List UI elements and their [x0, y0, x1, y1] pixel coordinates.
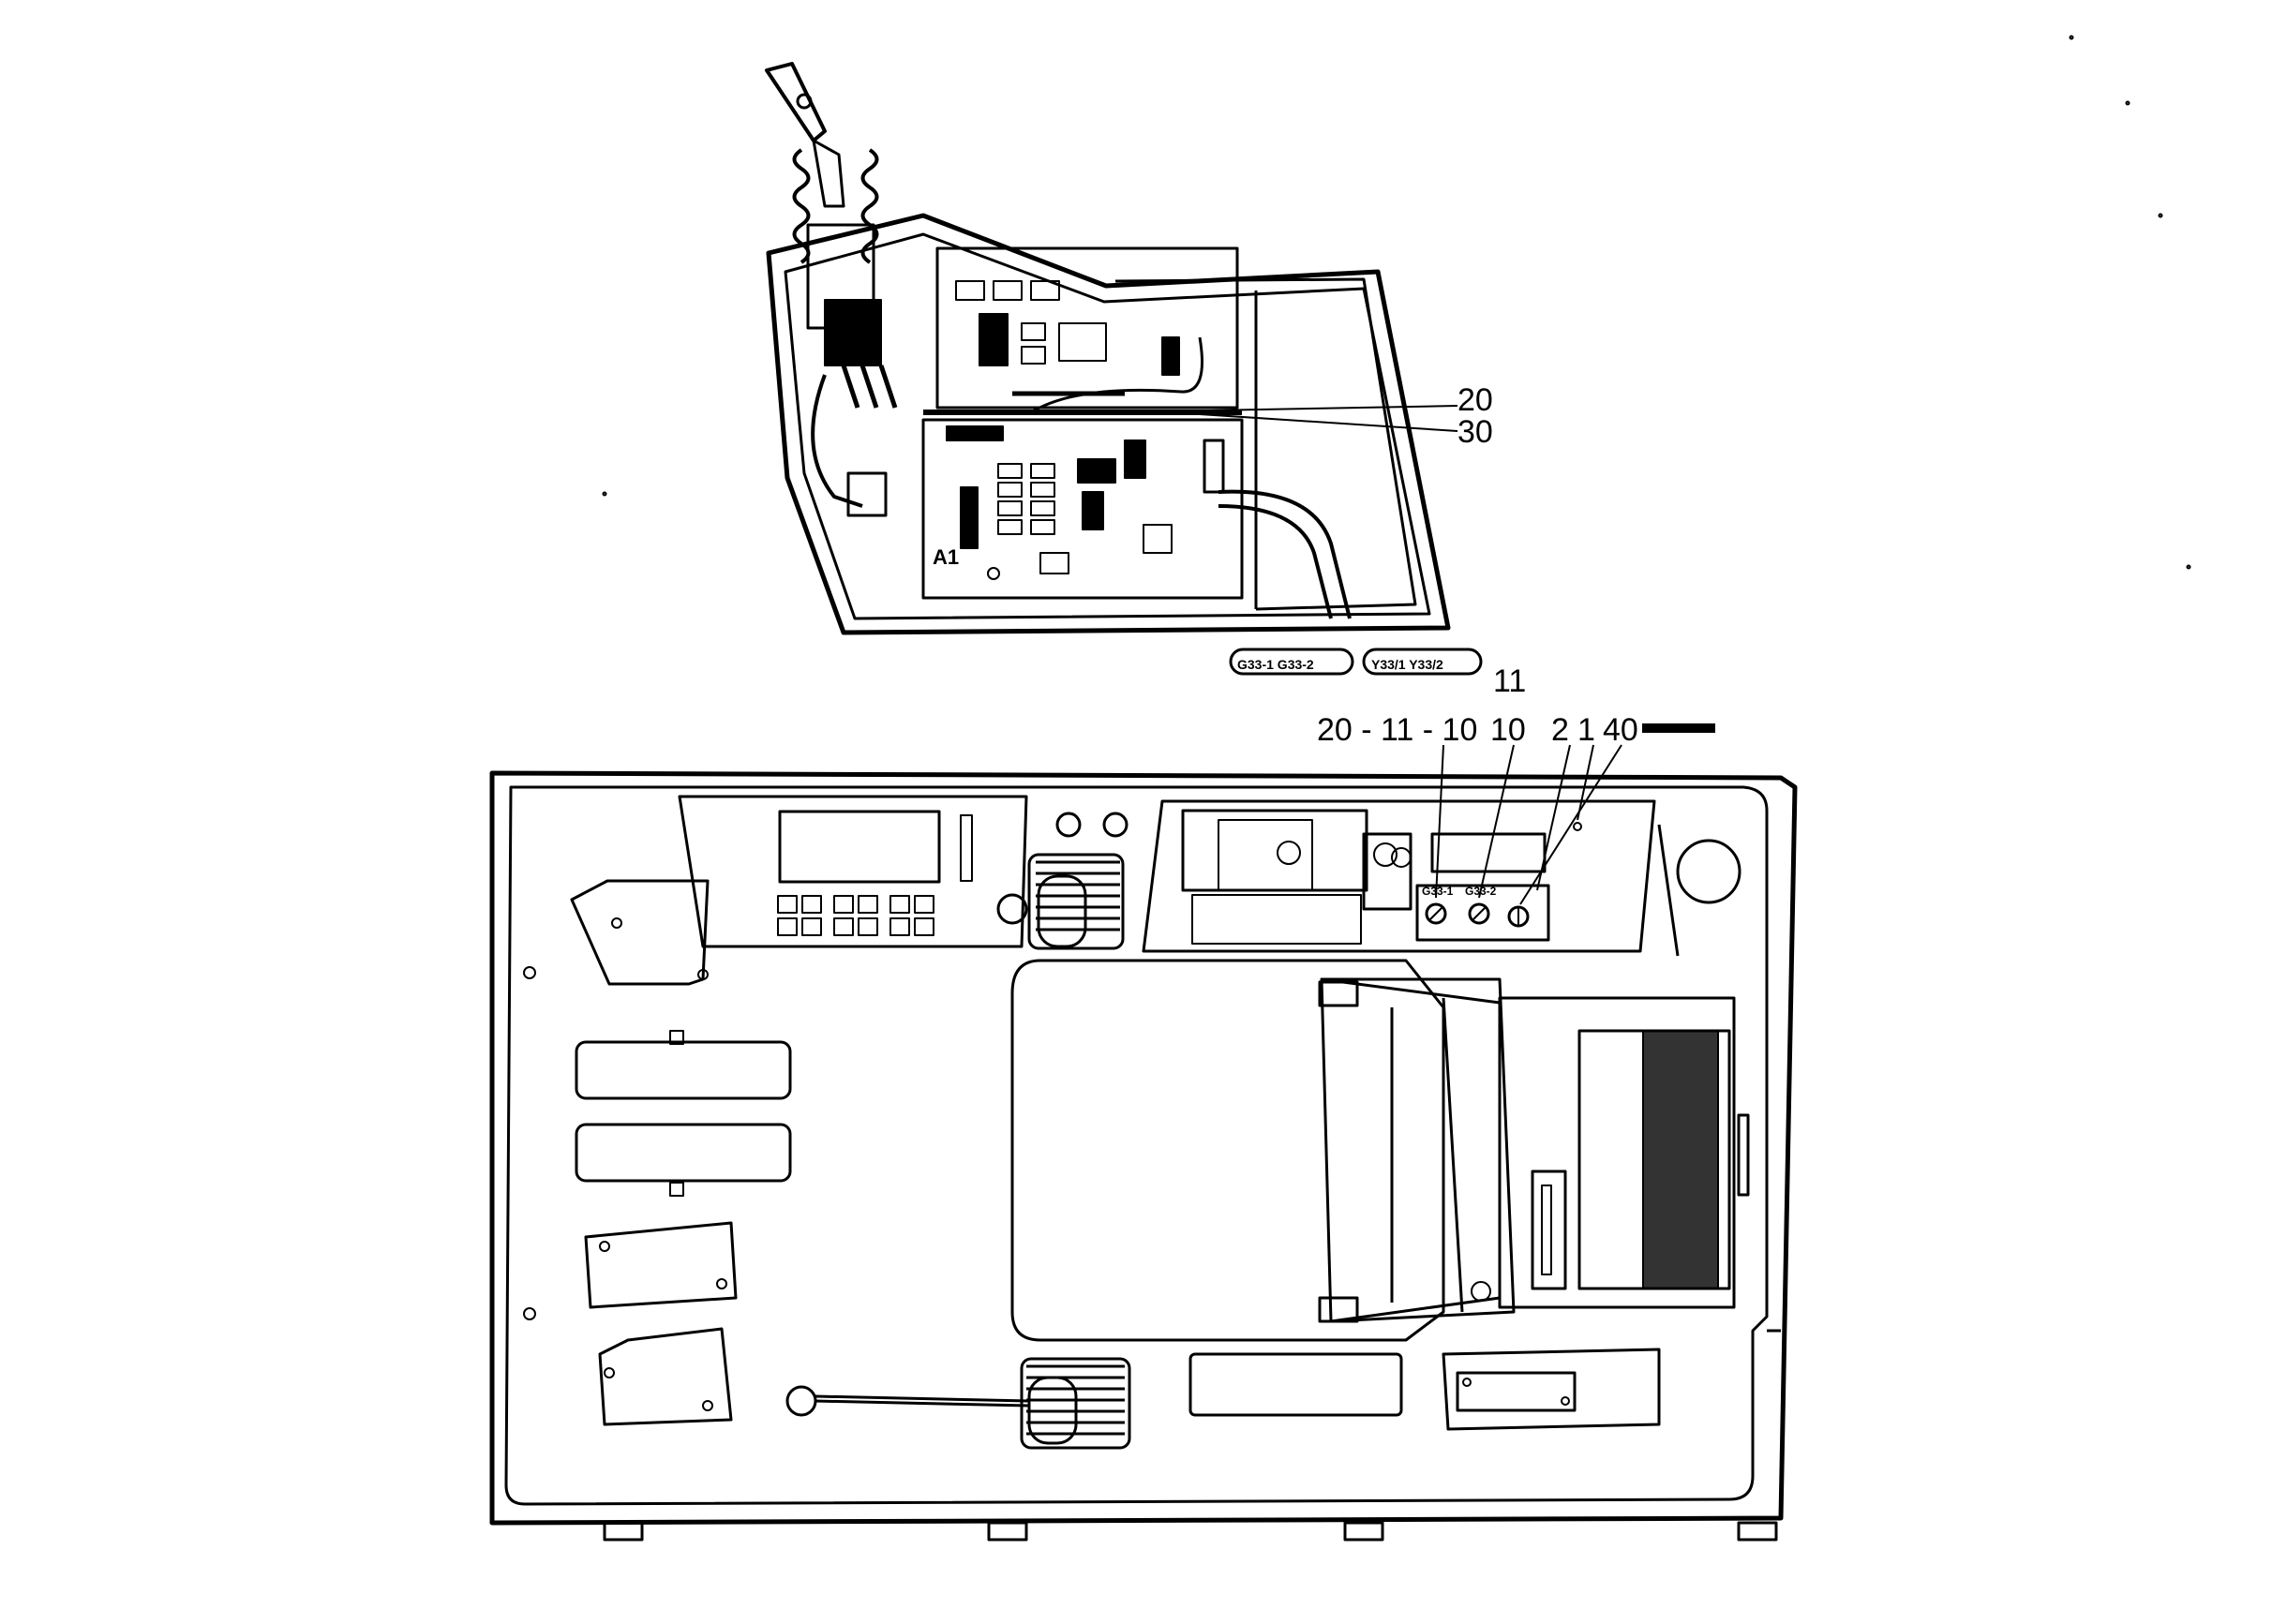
panel-label-g33-1: G33-1 — [1422, 885, 1454, 898]
control-box-assembly: A1 — [766, 213, 1451, 635]
callout-11: 11 — [1493, 663, 1526, 699]
bottom-callouts: 11 20 - 11 - 10 10 2 1 40 — [1317, 663, 1715, 905]
scan-specks — [602, 35, 2191, 570]
callout-20-top: 20 — [1457, 382, 1493, 418]
display-console — [678, 795, 1028, 948]
top-callouts: 20 30 — [1171, 382, 1493, 450]
callout-40: 40 — [1603, 712, 1638, 748]
selector-knob-icon — [1507, 905, 1530, 928]
keypad — [777, 895, 934, 936]
lower-circuit-board: A1 — [921, 418, 1244, 600]
round-gauge-icon — [1676, 839, 1741, 904]
callout-1: 1 — [1577, 712, 1595, 748]
callout-20-11-10: 20 - 11 - 10 — [1317, 712, 1477, 748]
upper-circuit-board — [935, 246, 1239, 410]
instrument-panel: G33-1 G33-2 — [1142, 799, 1741, 957]
joystick-lever-icon — [765, 62, 898, 517]
board-label-a1: A1 — [933, 545, 959, 569]
floor-plates — [1188, 1348, 1661, 1431]
callout-10: 10 — [1490, 712, 1526, 748]
cab-floor-plan: G33-1 G33-2 — [489, 770, 1798, 1542]
heater-unit — [1498, 996, 1750, 1309]
key-switch-g33-1-icon — [1425, 902, 1447, 925]
operator-seat — [1010, 959, 1516, 1342]
connector-tag-y33: Y33/1 Y33/2 — [1371, 657, 1443, 672]
right-joystick-icon — [996, 812, 1129, 950]
connector-tags: G33-1 G33-2 Y33/1 Y33/2 — [1229, 648, 1483, 676]
connector-tag-g33: G33-1 G33-2 — [1237, 657, 1314, 672]
callout-30-top: 30 — [1457, 414, 1493, 450]
left-joystick-icon — [785, 1357, 1131, 1450]
callout-2: 2 — [1551, 712, 1569, 748]
key-switch-g33-2-icon — [1468, 902, 1490, 925]
left-wall-parts — [523, 879, 792, 1426]
